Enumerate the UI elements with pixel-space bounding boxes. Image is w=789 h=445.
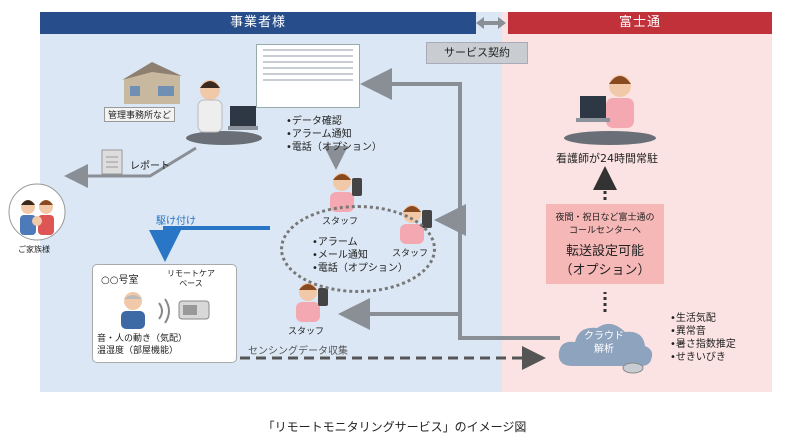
fujitsu-panel — [502, 12, 772, 392]
monitor-bullets: •データ確認 •アラーム通知 •電話（オプション） — [286, 115, 382, 154]
nurse-icon — [564, 75, 656, 145]
resident-room-box: ○○号室 リモートケア ベース 音・人の動き（気配） 温湿度（部屋機能） — [92, 264, 237, 363]
bullet-heat-index: •暑さ指数推定 — [670, 339, 736, 350]
monitoring-screen — [256, 44, 360, 108]
office-staff-icon — [186, 80, 262, 145]
sensing-text: 音・人の動き（気配） 温湿度（部屋機能） — [97, 334, 188, 356]
staff-network-ellipse — [280, 205, 436, 293]
alert-bullets: •アラーム •メール通知 •電話（オプション） — [312, 236, 408, 275]
sensing-data-label: センシングデータ収集 — [248, 346, 348, 357]
room-number: ○○号室 — [101, 275, 139, 286]
rush-arrow — [149, 226, 270, 262]
report-arrow — [64, 146, 197, 188]
figure-caption: 「リモートモニタリングサービス」のイメージ図 — [262, 420, 527, 434]
report-document-icon — [101, 149, 123, 175]
office-label: 管理事務所など — [104, 107, 176, 122]
family-label: ご家族様 — [18, 245, 50, 254]
bullet-alarm: •アラーム — [312, 237, 358, 248]
report-label: レポート — [130, 161, 170, 172]
fujitsu-header: 富士通 — [508, 12, 772, 34]
cloud-icon — [558, 323, 653, 374]
nurse-label: 看護師が24時間常駐 — [556, 152, 658, 165]
staff-bottom-icon — [296, 283, 328, 322]
family-icon — [8, 183, 66, 241]
rush-label: 駆け付け — [156, 216, 196, 227]
staff-bottom-label: スタッフ — [288, 327, 325, 337]
office-building-icon — [122, 62, 182, 104]
bullet-data-check: •データ確認 — [286, 116, 342, 127]
call-center-box: 夜間・祝日など富士通の コールセンターへ 転送設定可能 （オプション） — [546, 204, 664, 284]
bullet-cough-snore: •せきいびき — [670, 352, 726, 363]
resident-and-device-icon — [121, 292, 210, 329]
bullet-phone-option: •電話（オプション） — [286, 142, 382, 153]
bullet-abnormal-sound: •異常音 — [670, 326, 706, 337]
bullet-mail: •メール通知 — [312, 250, 368, 261]
cloud-label: クラウド 解析 — [584, 331, 624, 355]
contract-double-arrow — [476, 17, 506, 29]
care-base-label: リモートケア ベース — [167, 269, 215, 288]
bullet-life-signs: •生活気配 — [670, 313, 716, 324]
service-contract-label: サービス契約 — [426, 42, 528, 64]
bullet-phone: •電話（オプション） — [312, 263, 408, 274]
bullet-alarm-notify: •アラーム通知 — [286, 129, 352, 140]
analysis-bullets: •生活気配 •異常音 •暑さ指数推定 •せきいびき — [670, 312, 736, 364]
business-header: 事業者様 — [40, 12, 476, 34]
